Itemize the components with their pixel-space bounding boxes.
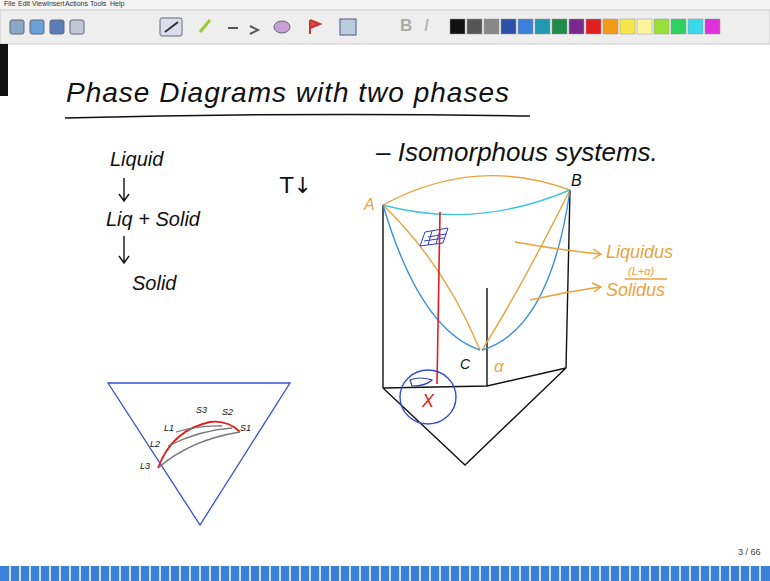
annotation-label: L3	[140, 462, 150, 472]
annotation-label: – Isomorphous systems.	[376, 138, 658, 167]
annotation-label: Insert	[47, 0, 65, 8]
annotation-label: Solid	[132, 272, 176, 294]
annotation-label: I	[424, 17, 429, 36]
annotation-label: T↓	[280, 174, 312, 198]
ternary-triangle	[108, 383, 290, 525]
annotation-label: S3	[196, 406, 207, 416]
annotation-label: α	[494, 358, 504, 377]
annotation-label: Liquid	[110, 148, 163, 170]
status-segments	[10, 566, 760, 581]
annotation-label: Help	[110, 0, 124, 8]
status-bar	[0, 566, 770, 581]
annotation-label: 3 / 66	[738, 548, 761, 558]
annotation-label: B	[571, 172, 582, 190]
annotation-label: View	[32, 0, 47, 8]
annotation-label: Solidus	[606, 281, 665, 301]
annotation-label: B	[400, 17, 412, 36]
annotation-label: A	[364, 196, 375, 214]
side-bar	[0, 44, 8, 96]
annotation-label: (L+α)	[628, 265, 654, 277]
annotation-label: Liq + Solid	[106, 208, 200, 230]
annotation-label: S1	[240, 424, 251, 434]
title-underline	[65, 114, 530, 118]
annotation-label: L2	[150, 440, 160, 450]
annotation-label: Liquidus	[606, 243, 673, 263]
annotation-label: Actions	[65, 0, 88, 8]
toolbar	[0, 10, 770, 44]
prism-diagram	[383, 176, 570, 465]
circled-point: X	[398, 368, 458, 426]
slide-title: Phase Diagrams with two phases	[66, 78, 510, 109]
toolbar-icons	[10, 18, 356, 36]
annotation-label: Tools	[90, 0, 106, 8]
annotation-label: C	[460, 357, 470, 372]
annotation-label: Edit	[18, 0, 30, 8]
menu-bar	[0, 0, 770, 10]
annotation-label: S2	[222, 408, 233, 418]
annotation-label: L1	[164, 424, 174, 434]
color-palette	[450, 19, 720, 34]
point-label: X	[398, 391, 458, 412]
annotation-label: File	[4, 0, 15, 8]
